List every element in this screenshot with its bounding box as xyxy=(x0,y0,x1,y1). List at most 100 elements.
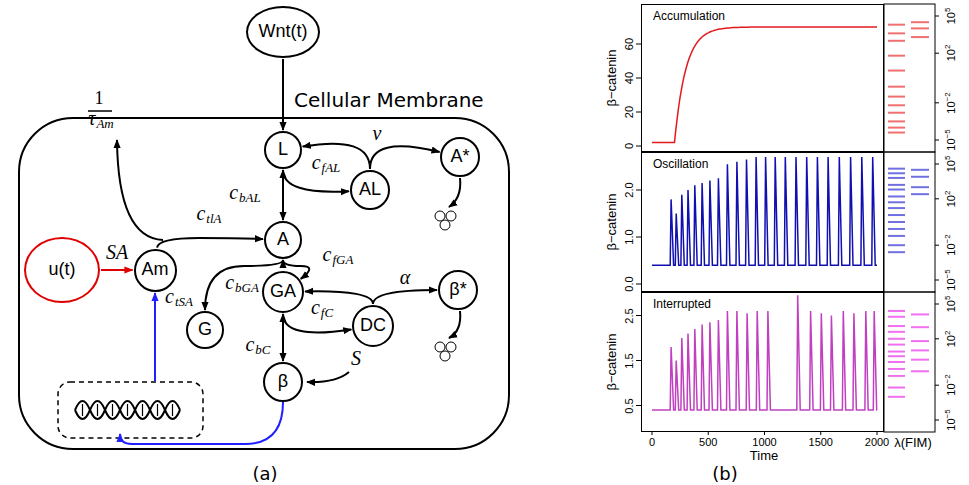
eigenvalue-dash xyxy=(888,132,905,134)
tick-base: 10 xyxy=(945,335,957,347)
tick-label: 1500 xyxy=(809,436,833,448)
eigenvalue-dash xyxy=(888,86,905,88)
tick-exponent: −5 xyxy=(943,269,952,278)
tick-mark xyxy=(935,198,939,199)
eigenvalue-dash xyxy=(888,214,905,216)
tick-exponent: 5 xyxy=(943,8,952,12)
eigenvalue-dash xyxy=(888,375,905,377)
tick-mark xyxy=(935,280,939,281)
nucleus-box xyxy=(58,382,203,438)
oscillation-curve xyxy=(652,157,877,265)
reaction-arrow xyxy=(157,238,263,248)
eigenvalue-dash xyxy=(888,235,905,237)
rate-constant: cbGA xyxy=(225,281,259,295)
eigenvalue-dash xyxy=(911,169,929,171)
eigenvalue-dash xyxy=(911,326,929,328)
node-label: GA xyxy=(270,282,296,302)
transcription-arrow xyxy=(120,402,283,444)
eigenvalue-dash xyxy=(911,21,929,23)
degradation-arrow xyxy=(449,178,460,207)
axis-title: β−catenin xyxy=(605,50,619,107)
tick-label: 0.5 xyxy=(623,398,635,413)
node-label: u(t) xyxy=(49,260,76,280)
species-circle: DC xyxy=(352,305,394,347)
panel-title: Interrupted xyxy=(653,298,711,311)
dna-strand xyxy=(75,401,180,419)
plot-panel: Accumulation xyxy=(641,4,884,152)
tick-exponent: 2 xyxy=(943,190,952,194)
species-circle: G xyxy=(186,311,224,349)
axis-tick-label: 10−2 xyxy=(944,375,957,396)
eigenvalue-strip xyxy=(884,152,935,292)
tick-base: 10 xyxy=(945,101,957,113)
tick-label: 60 xyxy=(623,38,635,50)
eigenvalue-dash xyxy=(888,251,905,253)
eigenvalue-dash xyxy=(888,55,905,57)
node-label: G xyxy=(198,320,212,340)
fraction-numerator: 1 xyxy=(95,89,104,109)
degradation-arrow xyxy=(449,311,460,338)
eigenvalue-dash xyxy=(911,193,929,195)
accumulation-curve xyxy=(652,27,877,143)
tick-exponent: −5 xyxy=(943,409,952,418)
tick-label: 0 xyxy=(623,143,635,149)
node-label: DC xyxy=(360,316,386,336)
eigenvalue-dash xyxy=(888,351,905,353)
eigenvalue-dash xyxy=(888,221,905,223)
rate-constant: SA xyxy=(106,241,128,263)
tick-exponent: 5 xyxy=(943,296,952,300)
node-label: β xyxy=(278,372,288,392)
tick-mark xyxy=(820,432,821,435)
eigenvalue-dash xyxy=(888,70,905,72)
tick-mark xyxy=(935,338,939,339)
reaction-arrow xyxy=(370,146,440,169)
fraction-denominator: τAm xyxy=(88,117,114,131)
eigenvalue-dash xyxy=(888,120,905,122)
eigenvalue-dash xyxy=(888,195,905,197)
eigenvalue-dash xyxy=(888,127,905,129)
axis-tick-label: 102 xyxy=(944,330,957,347)
interrupted-curve xyxy=(652,295,877,410)
reaction-arrow xyxy=(101,269,133,271)
eigenvalue-dash xyxy=(888,325,905,327)
tick-mark xyxy=(877,432,878,435)
axis-title: Time xyxy=(750,449,778,463)
degradation-bubble xyxy=(446,342,456,352)
plot-panel: Interrupted xyxy=(641,292,884,432)
tick-base: 10 xyxy=(945,49,957,61)
panel-title: Accumulation xyxy=(653,10,725,23)
eigenvalue-dash xyxy=(911,370,929,372)
tick-base: 10 xyxy=(945,418,957,430)
node-label: A xyxy=(277,230,289,250)
tick-base: 10 xyxy=(945,300,957,312)
axis-tick-label: 105 xyxy=(944,8,957,25)
axis-title: β−catenin xyxy=(605,194,619,251)
cell-membrane: Cellular MembraneLA*ALAu(t)AmGAβ*GDCβ xyxy=(18,117,510,450)
eigenvalue-dash xyxy=(888,228,905,230)
rate-constant: cbC xyxy=(245,343,270,357)
eigenvalue-dash xyxy=(888,316,905,318)
eigenvalue-dash xyxy=(888,104,905,106)
axis-tick-label: 10−2 xyxy=(944,235,957,256)
eigenvalue-dash xyxy=(911,27,929,29)
tick-base: 10 xyxy=(945,160,957,172)
axis-tick-label: 10−5 xyxy=(944,409,957,430)
tick-label: 40 xyxy=(623,72,635,84)
eigenvalue-dash xyxy=(888,361,905,363)
eigenvalue-dash xyxy=(888,189,905,191)
eigenvalue-dash xyxy=(911,340,929,342)
degradation-bubble xyxy=(440,351,450,361)
eigenvalue-dash xyxy=(888,355,905,357)
tick-mark xyxy=(652,432,653,435)
eigenvalue-dash xyxy=(888,338,905,340)
eigenvalue-dash xyxy=(911,359,929,361)
eigenvalue-dash xyxy=(888,96,905,98)
plot-panel: Oscillation xyxy=(641,152,884,292)
tick-mark xyxy=(935,53,939,54)
eigenvalue-dash xyxy=(888,368,905,370)
species-circle: β* xyxy=(438,270,478,310)
tick-mark xyxy=(935,102,939,103)
tick-label: 500 xyxy=(699,436,717,448)
tick-label: 0 xyxy=(649,436,655,448)
